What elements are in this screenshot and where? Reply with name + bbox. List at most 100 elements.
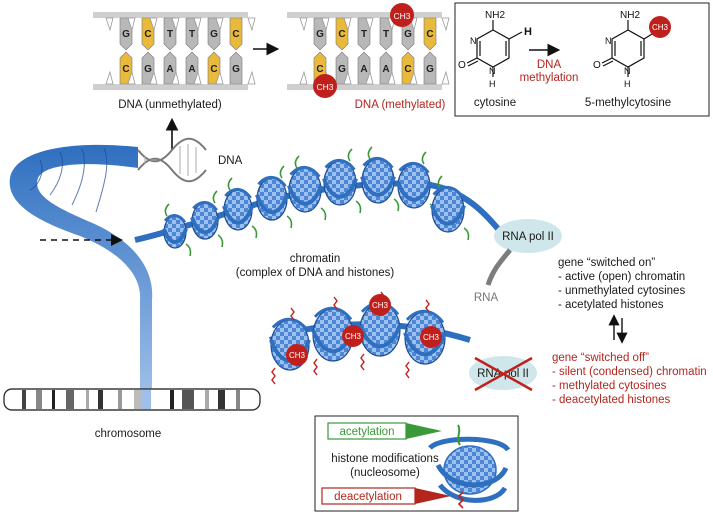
histone-box-subtitle: (nucleosome) <box>350 467 420 479</box>
rna-strand <box>485 248 512 286</box>
gene-off-title: gene “switched off” <box>552 352 649 364</box>
histone-modifications-panel: acetylation histone modifications (nucle… <box>314 415 519 512</box>
svg-text:CH3: CH3 <box>393 11 410 21</box>
svg-text:N: N <box>624 66 631 76</box>
reaction-label-methylation: methylation <box>520 72 579 84</box>
svg-text:RNA pol II: RNA pol II <box>502 231 554 243</box>
deacetyl-tail <box>360 353 365 371</box>
dna-base <box>423 17 437 51</box>
chromosome-band <box>170 390 174 409</box>
chromosome-locus <box>142 389 151 410</box>
svg-text:N: N <box>489 66 496 76</box>
gene-off-text: gene “switched off” - silent (condensed)… <box>552 352 707 406</box>
nucleosome <box>287 165 323 213</box>
acetyl-tail <box>185 243 192 257</box>
methyl-group-bottom: CH3 <box>313 74 337 98</box>
gene-off-item: - deacetylated histones <box>552 394 671 406</box>
chromosome-ideogram: chromosome <box>3 388 261 440</box>
acetyl-tail <box>437 175 443 189</box>
dna-base-label: G <box>338 64 346 75</box>
gene-on-title: gene “switched on” <box>558 257 655 269</box>
dna-base <box>423 51 437 85</box>
dna-methylated-label: DNA (methylated) <box>355 99 446 111</box>
acetyl-tail <box>212 190 218 204</box>
deacetyl-tail <box>405 361 410 379</box>
svg-text:NH2: NH2 <box>620 10 640 21</box>
chromosome-band <box>218 390 225 409</box>
nucleosome <box>190 201 220 240</box>
acetyl-tail <box>294 155 300 169</box>
deacetyl-tail <box>333 296 338 310</box>
dna-base-label: C <box>122 64 129 75</box>
dna-base-label: G <box>426 64 434 75</box>
dna-base-label: A <box>188 64 195 75</box>
chromosome-band <box>66 390 74 409</box>
methyl-group-structure: CH3 <box>649 16 671 38</box>
chromosome-band <box>52 390 55 409</box>
svg-text:CH3: CH3 <box>289 351 306 360</box>
svg-text:CH3: CH3 <box>423 333 440 342</box>
dna-base-label: A <box>360 64 367 75</box>
chromosome-band <box>118 390 122 409</box>
dna-base-label: C <box>210 64 217 75</box>
svg-text:CH3: CH3 <box>316 82 333 92</box>
chromosome-band <box>182 390 194 409</box>
acetyl-tail <box>227 177 233 191</box>
acetyl-tail <box>421 151 427 165</box>
dna-base <box>229 51 243 85</box>
dna-base-label: C <box>316 64 323 75</box>
dna-base-label: T <box>189 29 195 40</box>
nucleosome <box>430 185 466 233</box>
deacetyl-tail <box>313 358 318 376</box>
dna-double-helix <box>137 137 207 183</box>
methyl-group: CH3 <box>420 326 442 348</box>
dna-base-label: G <box>316 29 324 40</box>
svg-text:H: H <box>524 26 532 38</box>
chromatin-sublabel: (complex of DNA and histones) <box>236 267 395 279</box>
cytosine-label: cytosine <box>474 97 516 109</box>
methylcytosine-structure <box>601 20 653 77</box>
methyl-group: CH3 <box>286 344 308 366</box>
gene-on-item: - acetylated histones <box>558 299 664 311</box>
chromosome-band <box>236 390 240 409</box>
rna-pol-blocked: RNA pol II <box>469 356 537 392</box>
gene-on-item: - active (open) chromatin <box>558 271 685 283</box>
acetyl-tail <box>279 165 285 179</box>
svg-text:acetylation: acetylation <box>340 426 395 438</box>
svg-text:O: O <box>458 60 466 71</box>
deacetyl-tail <box>271 367 276 385</box>
acetylation-arrow-icon <box>406 423 442 439</box>
acetyl-tail <box>320 207 327 221</box>
cytosine-panel: NH2 H N O N H cytosine DNA methylation N… <box>454 2 710 117</box>
svg-text:CH3: CH3 <box>345 332 362 341</box>
acetyl-tail <box>347 148 353 162</box>
reaction-label-dna: DNA <box>537 59 562 71</box>
rna-label: RNA <box>474 292 499 304</box>
methyl-group-top: CH3 <box>390 3 414 27</box>
cytosine-structure <box>466 20 523 77</box>
nucleosome <box>396 161 432 209</box>
gene-off-item: - silent (condensed) chromatin <box>552 366 707 378</box>
svg-text:H: H <box>489 79 496 89</box>
gene-off-item: - methylated cytosines <box>552 380 667 392</box>
gene-on-item: - unmethylated cytosines <box>558 285 685 297</box>
dna-base-label: G <box>144 64 152 75</box>
chromosome-label: chromosome <box>95 428 161 440</box>
svg-text:CH3: CH3 <box>372 301 389 310</box>
methyl-group: CH3 <box>369 294 391 316</box>
dna-base-label: C <box>404 64 411 75</box>
dna-base-label: C <box>144 29 151 40</box>
nucleosome <box>222 188 254 231</box>
svg-text:CH3: CH3 <box>652 23 669 32</box>
dna-base-label: C <box>232 29 239 40</box>
dna-base-label: G <box>210 29 218 40</box>
deacetyl-tail <box>290 307 295 321</box>
methyl-group: CH3 <box>342 325 364 347</box>
acetyl-tail <box>286 215 293 229</box>
dna-base-label: T <box>383 29 389 40</box>
svg-text:deacetylation: deacetylation <box>334 491 402 503</box>
acetyl-tail <box>393 198 400 212</box>
